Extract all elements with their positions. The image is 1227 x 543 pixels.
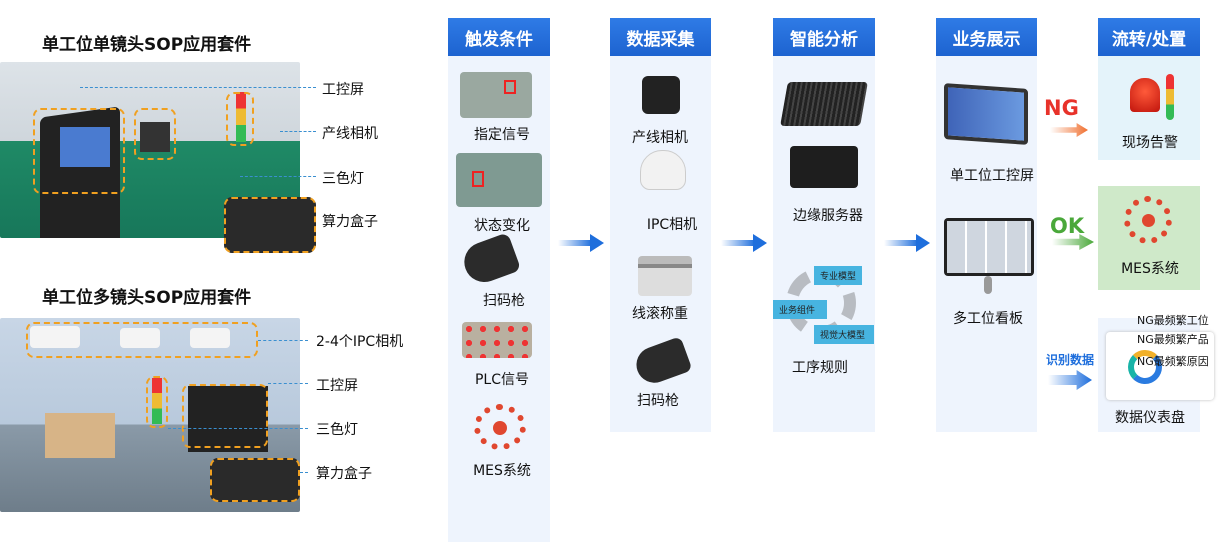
arrow-right-icon (721, 234, 767, 252)
plc-buttons-icon (462, 322, 532, 358)
tablet-image (944, 83, 1028, 145)
ng-arrow-icon (1050, 123, 1088, 137)
note-ng-station: NG最频繁工位 (1137, 314, 1209, 327)
edge-box-icon (780, 82, 868, 126)
kit2-title: 单工位多镜头SOP应用套件 (42, 288, 252, 308)
kit1-box-highlight (224, 197, 316, 253)
item-scanner: 扫码枪 (483, 293, 525, 309)
item-station-screen: 单工位工控屏 (950, 168, 1034, 184)
alarm-light-icon (1130, 78, 1160, 112)
item-state-change: 状态变化 (474, 218, 530, 234)
tag-vision-model: 视觉大模型 (814, 325, 874, 344)
edge-server-icon (790, 146, 858, 188)
item-scale: 线滚称重 (632, 306, 688, 322)
item-multi-station-board: 多工位看板 (953, 311, 1023, 327)
kit2-light-highlight (146, 376, 168, 428)
mes-icon (1124, 196, 1172, 244)
dashboard-image (1106, 332, 1214, 400)
kit1-label-screen: 工控屏 (322, 82, 364, 98)
tag-business-component: 业务组件 (773, 300, 827, 319)
note-ng-reason: NG最频繁原因 (1137, 355, 1209, 368)
kit1-label-light: 三色灯 (322, 171, 364, 187)
kit1-label-box: 算力盒子 (322, 214, 378, 230)
line-camera-icon (642, 76, 680, 114)
kit1-light-highlight (226, 92, 254, 146)
mes-icon (474, 404, 526, 450)
item-signal: 指定信号 (474, 127, 530, 143)
item-line-camera: 产线相机 (632, 130, 688, 146)
header-handling: 流转/处置 (1098, 18, 1200, 56)
kit2-label-ipc: 2-4个IPC相机 (316, 334, 404, 350)
signal-image (460, 72, 532, 118)
tower-light-icon (1166, 74, 1174, 120)
item-data-dashboard: 数据仪表盘 (1115, 410, 1185, 426)
kit1-camera-highlight (134, 108, 176, 160)
kit1-photo (0, 62, 300, 238)
monitor-stand (984, 276, 992, 294)
kit2-box-highlight (210, 458, 300, 502)
ok-label: OK (1050, 214, 1085, 238)
scale-icon (638, 256, 692, 296)
ng-label: NG (1044, 96, 1079, 120)
item-ipc-camera: IPC相机 (646, 217, 698, 233)
kit2-label-light: 三色灯 (316, 422, 358, 438)
header-display: 业务展示 (936, 18, 1037, 56)
kit1-title: 单工位单镜头SOP应用套件 (42, 35, 252, 55)
note-ng-product: NG最频繁产品 (1137, 333, 1209, 346)
column-trigger (448, 56, 550, 542)
kit2-label-screen: 工控屏 (316, 378, 358, 394)
item-mes-system: MES系统 (1121, 261, 1179, 277)
dashboard-monitor-image (944, 218, 1034, 276)
kit2-screen-highlight (182, 384, 268, 448)
arrow-right-icon (884, 234, 930, 252)
state-change-image (456, 153, 542, 207)
item-process-rules: 工序规则 (792, 360, 848, 376)
ipc-camera-icon (640, 150, 686, 190)
kit2-camera-highlight (26, 322, 258, 358)
item-scanner-2: 扫码枪 (637, 393, 679, 409)
item-mes: MES系统 (473, 463, 531, 479)
kit2-label-box: 算力盒子 (316, 466, 372, 482)
header-collect: 数据采集 (610, 18, 711, 56)
arrow-right-icon (558, 234, 604, 252)
item-alarm: 现场告警 (1122, 135, 1178, 151)
header-trigger: 触发条件 (448, 18, 550, 56)
item-plc: PLC信号 (474, 372, 530, 388)
item-edge-server: 边缘服务器 (793, 208, 863, 224)
kit1-label-camera: 产线相机 (322, 126, 378, 142)
tag-professional-model: 专业模型 (814, 266, 863, 285)
kit1-screen-highlight (33, 108, 125, 194)
header-analysis: 智能分析 (773, 18, 875, 56)
data-arrow-icon (1048, 370, 1092, 390)
data-label: 识别数据 (1046, 353, 1095, 367)
